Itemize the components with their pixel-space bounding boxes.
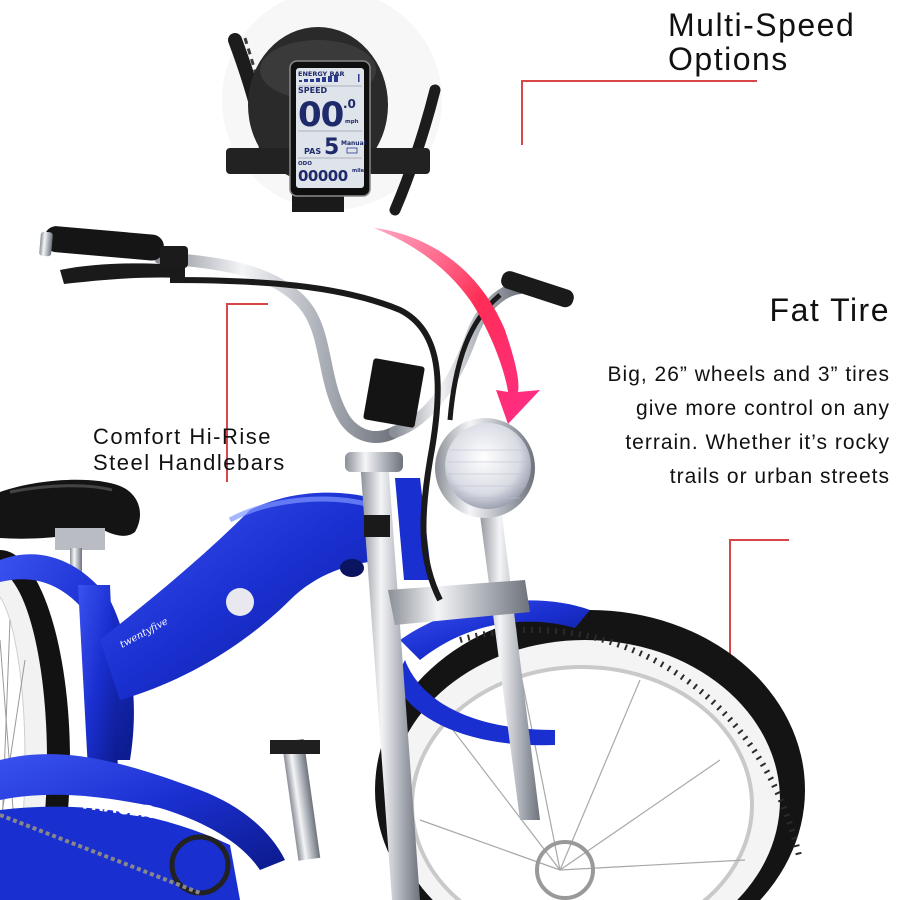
fat-tire-line: trails or urban streets [669, 465, 890, 488]
fat-tire-title: Fat Tire [769, 292, 890, 328]
handlebars-line2: Steel Handlebars [93, 450, 286, 475]
energy-bar-label: ENERGY BAR [298, 70, 344, 78]
fat-tire-description: Big, 26” wheels and 3” tires give more c… [530, 358, 890, 494]
leader-multi-speed [521, 80, 757, 145]
odo-value: 00000 [298, 167, 348, 185]
pas-level: 5 [324, 135, 339, 160]
headlight [435, 418, 535, 518]
front-wheel [375, 610, 805, 900]
pas-label: PAS [304, 147, 321, 156]
speed-unit: mph [345, 119, 359, 125]
display-inset: ENERGY BAR SPEED 00 .0 mph PAS 5 Manual … [222, 0, 442, 216]
multi-speed-title-line1: Multi-Speed [668, 7, 856, 43]
speed-decimal: .0 [343, 97, 356, 111]
speed-value: 00 [298, 95, 344, 135]
speed-label: SPEED [298, 86, 328, 95]
odo-unit: mile [352, 168, 365, 174]
multi-speed-callout: Multi-Speed Options [668, 8, 855, 76]
odo-label: ODO [298, 161, 312, 167]
handlebars-callout: Comfort Hi-Rise Steel Handlebars [93, 424, 286, 476]
handlebars-line1: Comfort Hi-Rise [93, 424, 272, 449]
fat-tire-line: terrain. Whether it’s rocky [625, 431, 890, 454]
seat [0, 479, 140, 588]
multi-speed-title-line2: Options [668, 41, 789, 77]
leader-handlebars [226, 303, 268, 482]
fat-tire-line: Big, 26” wheels and 3” tires [607, 363, 890, 386]
fat-tire-line: give more control on any [636, 397, 890, 420]
handlebars [39, 226, 574, 602]
mode-label: Manual [341, 140, 366, 147]
pointer-arrow [374, 228, 540, 424]
frame: TRACER twentyfive [0, 492, 395, 900]
